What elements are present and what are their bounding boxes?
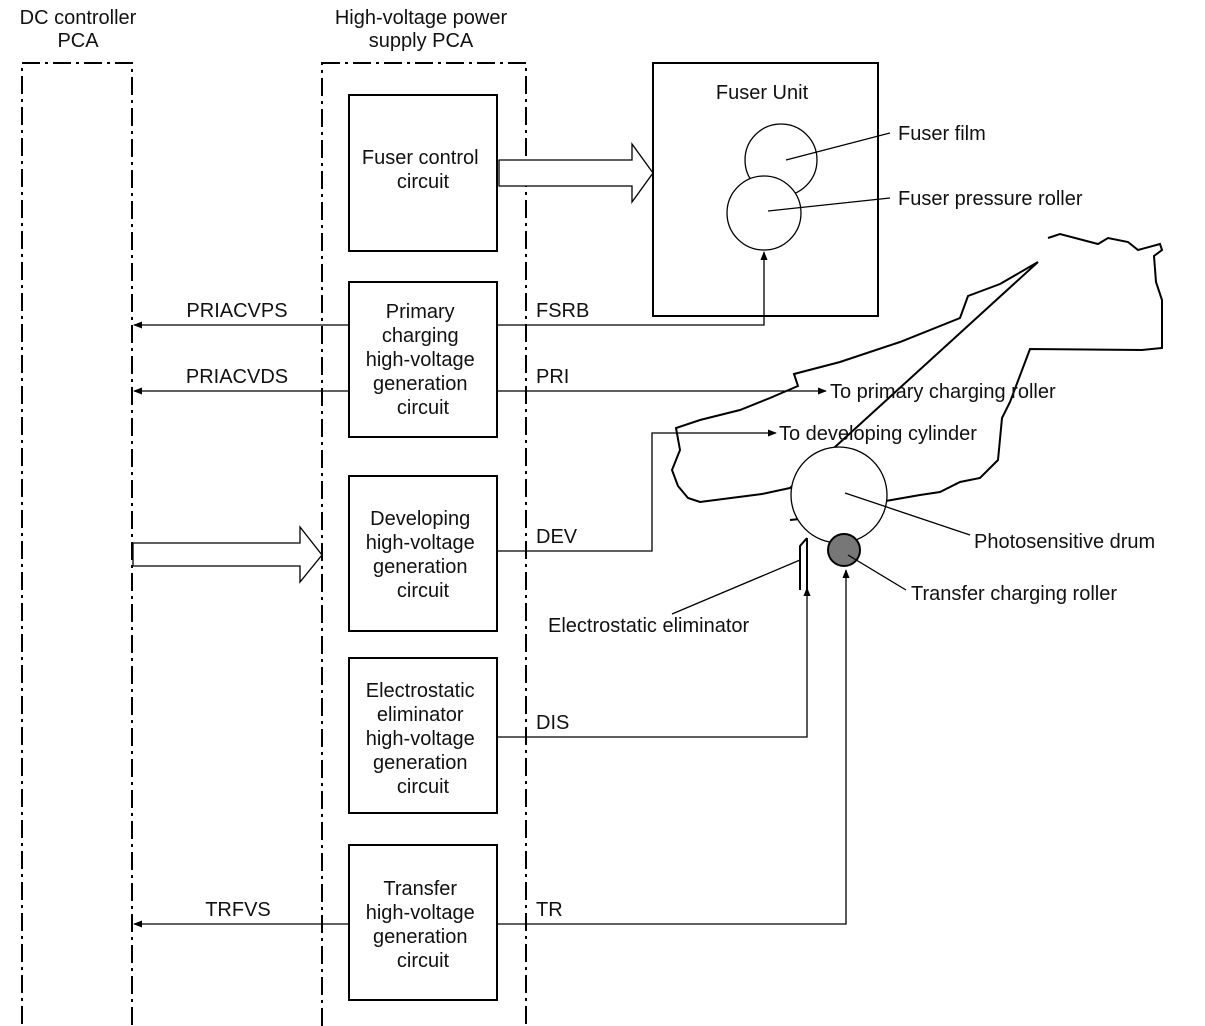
tr-label: TR — [536, 899, 563, 921]
transfer-circuit-box — [348, 844, 498, 1001]
eliminator-circuit-label: Electrostatic eliminator high-voltage ge… — [366, 680, 481, 798]
fuser-pressure-roller-circle — [726, 175, 802, 251]
eliminator-leader — [671, 559, 801, 615]
pri-label: PRI — [536, 366, 569, 388]
transfer-roller-leader — [847, 554, 907, 591]
eliminator-circuit-box — [348, 657, 498, 814]
cartridge-outline — [670, 232, 1164, 521]
dc-controller-title-line2: PCA — [57, 30, 99, 52]
fuser-unit-title: Fuser Unit — [716, 82, 809, 104]
fsrb-label: FSRB — [536, 300, 589, 322]
primary-charging-circuit-label: Primary charging high-voltage generation… — [366, 301, 481, 419]
trfvs-label: TRFVS — [205, 899, 271, 921]
eliminator-label: Electrostatic eliminator — [548, 615, 750, 637]
fuser-control-circuit-box — [348, 94, 498, 252]
dis-line — [497, 587, 811, 738]
transfer-roller-circle — [827, 533, 861, 567]
transfer-roller-label: Transfer charging roller — [911, 583, 1117, 605]
fuser-film-leader — [785, 132, 891, 161]
developing-circuit-box — [348, 475, 498, 632]
hv-supply-title-line2: supply PCA — [369, 30, 474, 52]
photosensitive-drum-leader — [844, 492, 971, 536]
fsrb-line — [497, 251, 768, 326]
fuser-pressure-roller-label: Fuser pressure roller — [898, 188, 1083, 210]
photosensitive-drum-label: Photosensitive drum — [974, 531, 1155, 553]
dc-to-developing-hollow-arrow — [132, 525, 323, 584]
dis-label: DIS — [536, 712, 569, 734]
dc-controller-title-line1: DC controller — [20, 7, 137, 29]
dc-controller-panel — [21, 62, 133, 1026]
transfer-circuit-label: Transfer high-voltage generation circuit — [366, 878, 481, 972]
developing-circuit-label: Developing high-voltage generation circu… — [366, 508, 481, 602]
photosensitive-drum-circle — [790, 446, 888, 544]
tr-line — [497, 569, 850, 925]
dev-label: DEV — [536, 526, 578, 548]
priacvps-label: PRIACVPS — [186, 300, 287, 322]
fuser-control-hollow-arrow — [498, 141, 654, 205]
to-primary-roller-label: To primary charging roller — [830, 381, 1056, 403]
priacvds-label: PRIACVDS — [186, 366, 288, 388]
to-developing-cylinder-label: To developing cylinder — [779, 423, 977, 445]
dev-line — [497, 429, 777, 552]
hv-supply-title-line1: High-voltage power — [335, 7, 508, 29]
fuser-film-label: Fuser film — [898, 123, 986, 145]
primary-charging-circuit-box — [348, 281, 498, 438]
eliminator-mark — [799, 537, 808, 590]
fuser-control-circuit-label: Fuser control circuit — [362, 147, 484, 193]
fuser-pressure-roller-leader — [767, 197, 891, 212]
